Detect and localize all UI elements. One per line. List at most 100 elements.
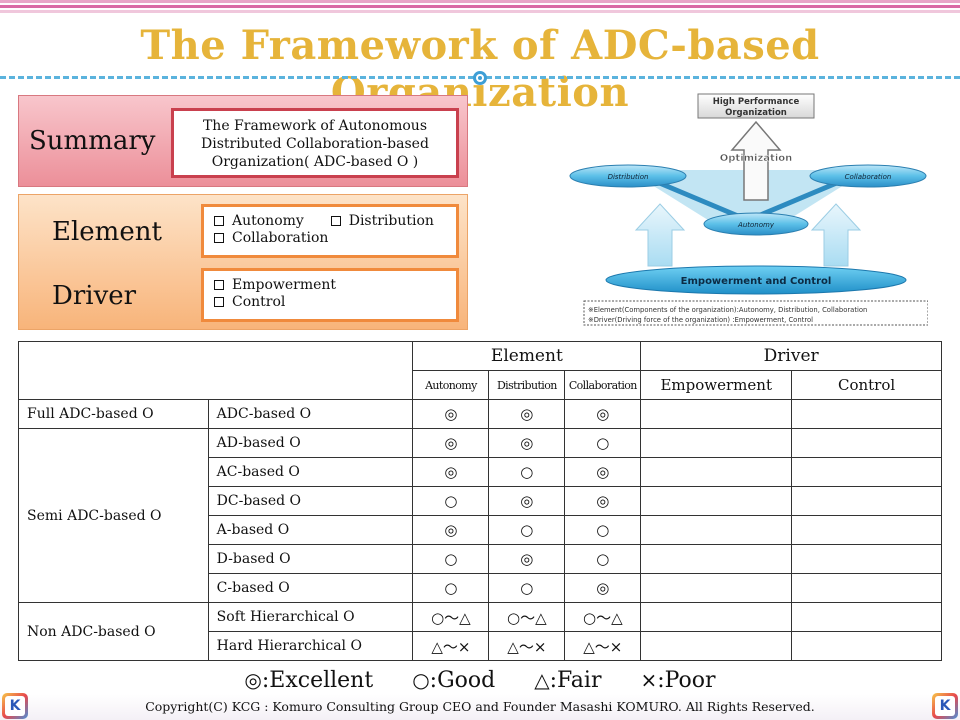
header-control: Control [791, 370, 942, 400]
rating-cell: ○ [488, 515, 566, 545]
table-row: Non ADC-based O Soft Hierarchical O ○～△ … [18, 602, 942, 661]
optimization-label: Optimization [720, 153, 792, 164]
empty-cell [640, 486, 793, 516]
empty-cell [791, 573, 942, 603]
category-cell: Semi ADC-based O [18, 428, 209, 603]
element-label: Element [52, 217, 162, 247]
diagram-note: ※Driver(Driving force of the organizatio… [588, 316, 813, 324]
table-row: Semi ADC-based O AD-based O ◎ ◎ ○ [18, 428, 942, 603]
logo-letter: K [5, 696, 25, 716]
empty-cell [640, 573, 793, 603]
copyright-text: Copyright(C) KCG : Komuro Consulting Gro… [145, 699, 815, 714]
rating-cell: ◎ [412, 428, 490, 458]
autonomy-label: Autonomy [737, 221, 775, 229]
poor-symbol: × [640, 668, 658, 692]
row-name: Hard Hierarchical O [207, 631, 414, 661]
base-label: Empowerment and Control [681, 276, 832, 287]
empty-cell [791, 544, 942, 574]
rating-cell: ○～△ [412, 602, 490, 632]
header-stripes [0, 0, 960, 20]
row-name: C-based O [207, 573, 414, 603]
diagram-note-box [583, 300, 928, 326]
legend-excellent: :Excellent [261, 668, 374, 693]
element-item: Collaboration [232, 230, 329, 246]
category-cell: Non ADC-based O [18, 602, 209, 661]
row-name: AD-based O [207, 428, 414, 458]
row-name: Soft Hierarchical O [207, 602, 414, 632]
rating-cell: △～× [488, 631, 566, 661]
summary-line: Organization( ADC-based O ) [211, 154, 419, 170]
empty-cell [640, 602, 793, 632]
empty-cell [791, 486, 942, 516]
table-row: Full ADC-based O ADC-based O ◎ ◎ ◎ [18, 399, 942, 429]
table-row: AC-based O ◎ ○ ◎ [19, 457, 942, 487]
header-driver: Driver [640, 341, 942, 371]
table-row: DC-based O ○ ◎ ◎ [19, 486, 942, 516]
header-empty-cell [17, 341, 414, 400]
framework-diagram: High Performance Organization Optimizati… [569, 93, 928, 326]
rating-cell: ○ [412, 573, 490, 603]
empty-cell [640, 399, 793, 429]
rating-cell: ◎ [564, 399, 642, 429]
table-row: C-based O ○ ○ ◎ [19, 573, 942, 603]
legend-poor: :Poor [657, 668, 716, 693]
collaboration-label: Collaboration [845, 173, 892, 181]
rating-cell: ○ [488, 457, 566, 487]
organization-table: Element Driver Autonomy Distribution Col… [17, 341, 942, 661]
rating-cell: △～× [564, 631, 642, 661]
header-distribution: Distribution [488, 370, 566, 400]
header-collaboration: Collaboration [564, 370, 642, 400]
top-box-line: High Performance [713, 97, 800, 107]
rating-cell: ○ [564, 428, 642, 458]
rating-cell: ◎ [412, 515, 490, 545]
rating-cell: ◎ [564, 573, 642, 603]
empty-cell [640, 457, 793, 487]
table-header-row: Element Driver [17, 341, 942, 400]
empty-cell [791, 631, 942, 661]
rating-cell: ○ [412, 486, 490, 516]
row-name: D-based O [207, 544, 414, 574]
checkbox-icon [214, 297, 224, 307]
up-arrow-right-icon [810, 203, 862, 267]
up-arrow-left-icon [634, 203, 686, 267]
distribution-label: Distribution [608, 173, 649, 181]
collaboration-pill [809, 164, 927, 188]
checkbox-icon [330, 216, 341, 226]
empty-cell [791, 515, 942, 545]
summary-box: The Framework of Autonomous Distributed … [171, 108, 459, 178]
checkbox-icon [214, 280, 224, 290]
diagram-note: ※Element(Components of the organization)… [588, 306, 867, 314]
kcg-logo-left: K [2, 693, 28, 719]
checkbox-icon [214, 216, 224, 226]
rating-cell: ○ [564, 544, 642, 574]
top-box [697, 93, 815, 119]
optimization-arrow-icon [730, 120, 782, 201]
top-box-line: Organization [725, 108, 787, 118]
empty-cell [791, 428, 942, 458]
header-autonomy: Autonomy [412, 370, 490, 400]
distribution-pill [569, 164, 687, 188]
table-row: Hard Hierarchical O △～× △～× △～× [19, 631, 942, 661]
rating-cell: ◎ [488, 544, 566, 574]
rating-cell: ◎ [412, 457, 490, 487]
rating-cell: ◎ [564, 486, 642, 516]
checkbox-icon [214, 233, 224, 243]
title-divider-dot [473, 71, 487, 85]
driver-box: Empowerment Control [201, 268, 459, 322]
empty-cell [640, 515, 793, 545]
element-item: Autonomy [232, 213, 304, 229]
driver-item: Control [232, 294, 286, 310]
rating-cell: ○～△ [564, 602, 642, 632]
table-subheader-row: Autonomy Distribution Collaboration Empo… [19, 370, 942, 400]
category-cell: Full ADC-based O [18, 399, 209, 429]
row-name: A-based O [207, 515, 414, 545]
summary-panel: Summary The Framework of Autonomous Dist… [18, 95, 468, 187]
rating-cell: ◎ [412, 399, 490, 429]
summary-line: The Framework of Autonomous [202, 118, 428, 134]
autonomy-pill [703, 212, 809, 236]
rating-cell: ○ [488, 573, 566, 603]
footer-bar [0, 694, 960, 720]
summary-label: Summary [29, 126, 156, 156]
empty-cell [640, 544, 793, 574]
row-name: ADC-based O [207, 399, 414, 429]
